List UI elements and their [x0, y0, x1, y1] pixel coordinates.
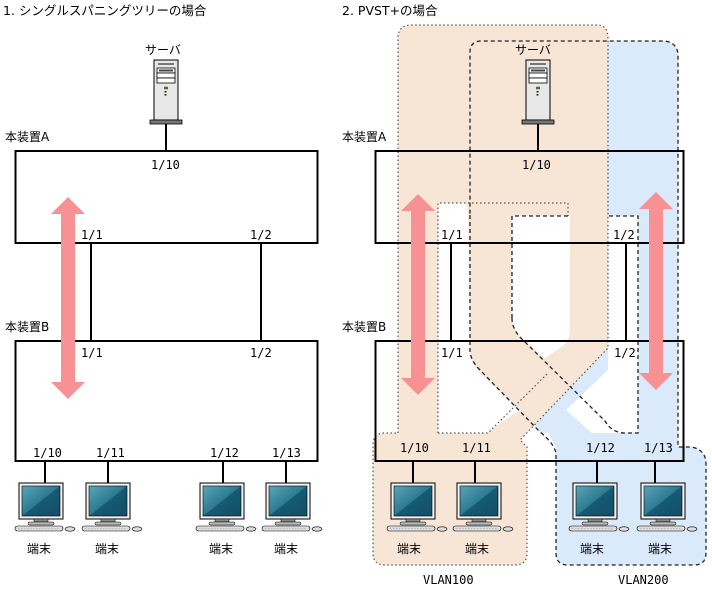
left-a-port-1: 1/1 [81, 228, 103, 242]
left-terminal-label: 端末 [27, 542, 51, 556]
left-device-a-label: 本装置A [5, 130, 50, 144]
left-b-port-11: 1/11 [96, 446, 125, 460]
right-a-port-1: 1/1 [441, 228, 463, 242]
left-b-port-10: 1/10 [33, 446, 62, 460]
left-b-port-2: 1/2 [250, 346, 272, 360]
terminal-icon [261, 482, 323, 532]
right-b-port-13: 1/13 [644, 441, 673, 455]
single-spanning-tree-diagram: 1. シングルスパニングツリーの場合 サーバ 本装置A 1/10 1/1 1/2… [3, 3, 323, 556]
vlan100-label: VLAN100 [423, 573, 474, 587]
right-device-a [374, 150, 685, 244]
vlan200-label: VLAN200 [618, 573, 669, 587]
vlan100-blocking-arrow [401, 194, 435, 395]
right-device-a-label: 本装置A [342, 130, 387, 144]
left-device-b [14, 340, 319, 462]
right-terminal-label: 端末 [580, 542, 604, 556]
right-b-port-12: 1/12 [586, 441, 615, 455]
left-blocking-arrow [51, 197, 85, 399]
left-server-label: サーバ [145, 43, 181, 57]
left-terminal-label: 端末 [95, 542, 119, 556]
right-terminal-label: 端末 [648, 542, 672, 556]
terminal-icon [195, 482, 257, 532]
right-a-port-2: 1/2 [613, 228, 635, 242]
right-b-port-2: 1/2 [614, 346, 636, 360]
vlan100-outline [372, 24, 609, 566]
left-terminal-label: 端末 [209, 542, 233, 556]
left-b-port-1: 1/1 [81, 346, 103, 360]
left-b-port-12: 1/12 [210, 446, 239, 460]
vlan200-blocking-arrow [639, 192, 673, 390]
left-device-b-label: 本装置B [5, 320, 49, 334]
terminal-icon [14, 482, 76, 532]
left-a-port-uplink: 1/10 [151, 158, 180, 172]
terminal-icon [81, 482, 143, 532]
right-device-b [374, 340, 685, 462]
pvst-diagram: 2. PVST+の場合 サーバ 本装置A 1/10 1/1 1/2 [342, 3, 707, 587]
server-icon [521, 59, 555, 125]
server-icon [149, 59, 183, 125]
right-b-port-10: 1/10 [400, 441, 429, 455]
left-title: 1. シングルスパニングツリーの場合 [3, 3, 207, 18]
right-terminal-label: 端末 [397, 542, 421, 556]
right-a-port-uplink: 1/10 [522, 158, 551, 172]
right-b-port-11: 1/11 [462, 441, 491, 455]
right-terminal-label: 端末 [465, 542, 489, 556]
vlan100-region [373, 25, 608, 565]
right-b-port-1: 1/1 [441, 346, 463, 360]
right-server-label: サーバ [515, 43, 551, 57]
vlan200-outline [469, 40, 707, 566]
left-a-port-2: 1/2 [250, 228, 272, 242]
left-terminal-label: 端末 [274, 542, 298, 556]
right-device-b-label: 本装置B [342, 320, 386, 334]
left-b-port-13: 1/13 [272, 446, 301, 460]
right-title: 2. PVST+の場合 [342, 3, 438, 18]
